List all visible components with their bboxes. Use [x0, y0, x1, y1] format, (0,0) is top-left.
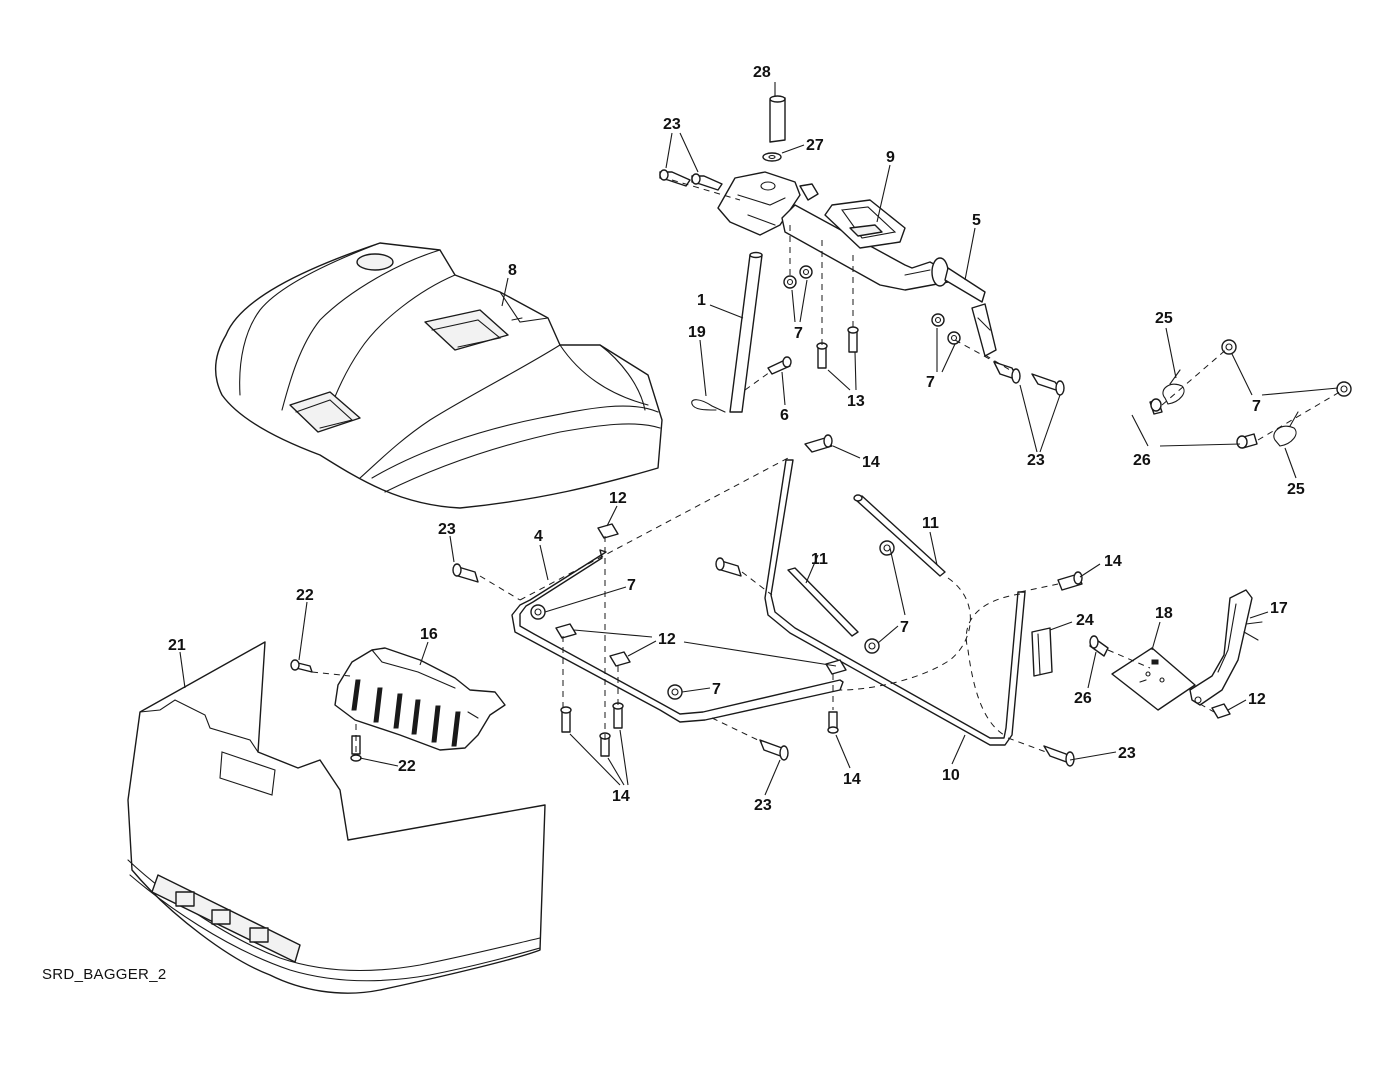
callout-17: 17 — [1270, 600, 1288, 617]
part-26-bolt — [1089, 635, 1109, 657]
callout-10: 10 — [942, 767, 960, 784]
part-23-bolts-lower — [452, 557, 1075, 767]
callout-labels: 28 27 23 9 8 5 1 19 7 6 13 7 23 25 7 26 … — [168, 64, 1305, 814]
callout-28: 28 — [753, 64, 771, 81]
callout-27: 27 — [806, 137, 824, 154]
part-23-bolts-top — [659, 169, 723, 191]
callout-23: 23 — [1027, 452, 1045, 469]
callout-12: 12 — [1248, 691, 1266, 708]
callout-16: 16 — [420, 626, 438, 643]
callout-8: 8 — [508, 262, 517, 279]
callout-11: 11 — [811, 551, 828, 568]
callout-26: 26 — [1074, 690, 1092, 707]
part-23-bolts-right — [993, 361, 1065, 396]
part-18-plate — [1111, 647, 1196, 711]
callout-5: 5 — [972, 212, 981, 229]
callout-1: 1 — [697, 292, 706, 309]
callout-19: 19 — [688, 324, 706, 341]
callout-22: 22 — [398, 758, 416, 775]
part-28-tube — [769, 95, 786, 143]
assembly-lines-lower — [311, 457, 1215, 753]
callout-13: 13 — [847, 393, 865, 410]
part-11-struts — [787, 494, 946, 637]
part-4-frame — [511, 549, 844, 723]
callout-7: 7 — [926, 374, 935, 391]
callout-14: 14 — [843, 771, 861, 788]
part-7-frame-nuts — [530, 540, 895, 700]
leader-lines — [179, 82, 1339, 796]
callout-14: 14 — [612, 788, 630, 805]
part-14-bolts — [560, 434, 1083, 757]
callout-7: 7 — [712, 681, 721, 698]
part-8-cover — [214, 242, 663, 509]
callout-25: 25 — [1287, 481, 1305, 498]
callout-23: 23 — [663, 116, 681, 133]
part-12-square-nuts — [555, 523, 1231, 719]
part-13-bolts — [816, 326, 859, 369]
part-25-26-7-hardware — [1149, 339, 1352, 449]
part-6-pin — [767, 356, 792, 375]
part-10-frame — [764, 459, 1026, 746]
callout-23: 23 — [438, 521, 456, 538]
part-27-washer — [762, 152, 782, 162]
callout-23: 23 — [754, 797, 772, 814]
callout-26: 26 — [1133, 452, 1151, 469]
callout-7: 7 — [794, 325, 803, 342]
callout-12: 12 — [658, 631, 676, 648]
callout-7: 7 — [1252, 398, 1261, 415]
part-7-nuts — [783, 265, 961, 345]
callout-24: 24 — [1076, 612, 1094, 629]
callout-9: 9 — [886, 149, 895, 166]
callout-18: 18 — [1155, 605, 1173, 622]
part-19-clip — [691, 399, 726, 413]
diagram-id-label: SRD_BAGGER_2 — [42, 966, 167, 983]
part-21-bag — [127, 641, 546, 994]
part-16-deflector — [334, 647, 506, 751]
callout-6: 6 — [780, 407, 789, 424]
callout-4: 4 — [534, 528, 543, 545]
callout-25: 25 — [1155, 310, 1173, 327]
callout-23: 23 — [1118, 745, 1136, 762]
callout-22: 22 — [296, 587, 314, 604]
callout-14: 14 — [1104, 553, 1122, 570]
callout-14: 14 — [862, 454, 880, 471]
deflector-slots — [351, 679, 461, 747]
callout-11: 11 — [922, 515, 939, 532]
callout-7: 7 — [627, 577, 636, 594]
callout-21: 21 — [168, 637, 186, 654]
part-9-handle-grip — [824, 199, 906, 249]
part-1-rod — [729, 251, 763, 413]
callout-12: 12 — [609, 490, 627, 507]
part-24-bracket — [1031, 627, 1053, 677]
callout-7: 7 — [900, 619, 909, 636]
part-17-bracket — [1189, 589, 1263, 706]
assembly-lines-top — [671, 179, 1011, 391]
